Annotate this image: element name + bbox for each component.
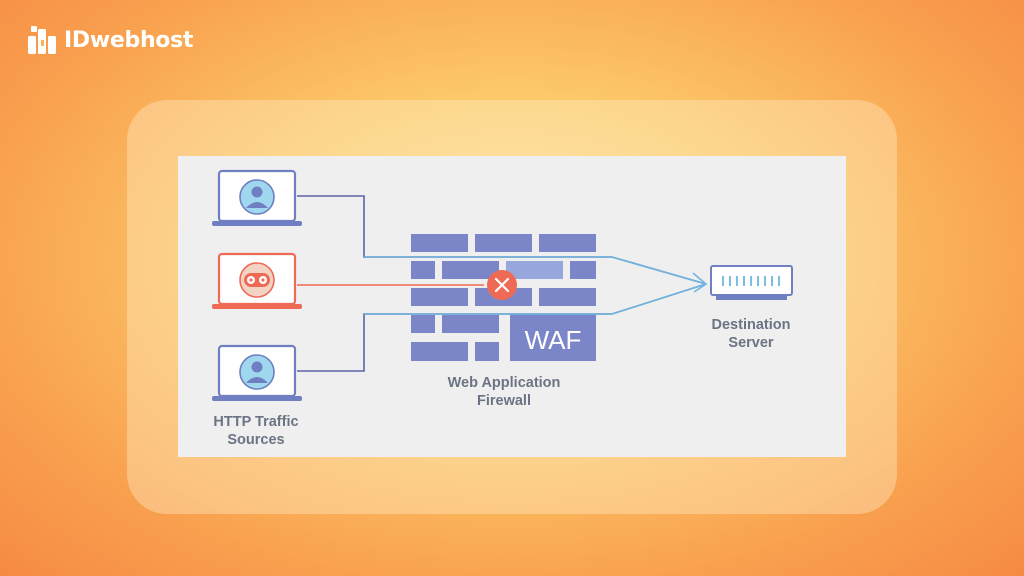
blocked-x-icon [487, 270, 517, 300]
malicious-bot-laptop-icon [212, 252, 302, 309]
sources-label-line-2: Sources [227, 432, 285, 448]
waf-badge [510, 314, 596, 361]
allowed-line-top [364, 256, 707, 285]
http-traffic-sources-label: HTTP Traffic Sources [176, 413, 336, 449]
destination-label-line-1: Destination [711, 317, 791, 333]
allowed-traffic [364, 256, 708, 315]
waf-badge-text: WAF [525, 325, 582, 355]
user-laptop-icon [212, 344, 302, 401]
brand[interactable]: IDwebhost [28, 26, 193, 54]
sources-label-line-1: HTTP Traffic [213, 414, 299, 430]
destination-server-label: Destination Server [671, 316, 831, 352]
arrowhead-icon [692, 272, 708, 293]
web-application-firewall-label: Web Application Firewall [424, 374, 584, 410]
server-icon [710, 265, 793, 300]
destination-label-line-2: Server [728, 335, 774, 351]
firewall-label-line-2: Firewall [477, 393, 531, 409]
allowed-line-bottom [364, 283, 707, 315]
waf-diagram-panel: WAF [178, 156, 846, 457]
idwebhost-logo-icon [28, 26, 56, 54]
firewall-label-line-1: Web Application [447, 375, 561, 391]
brand-name: IDwebhost [64, 27, 194, 53]
user-laptop-icon [212, 169, 302, 226]
waf-diagram: WAF [212, 169, 793, 401]
firewall-wall: WAF [411, 234, 596, 361]
